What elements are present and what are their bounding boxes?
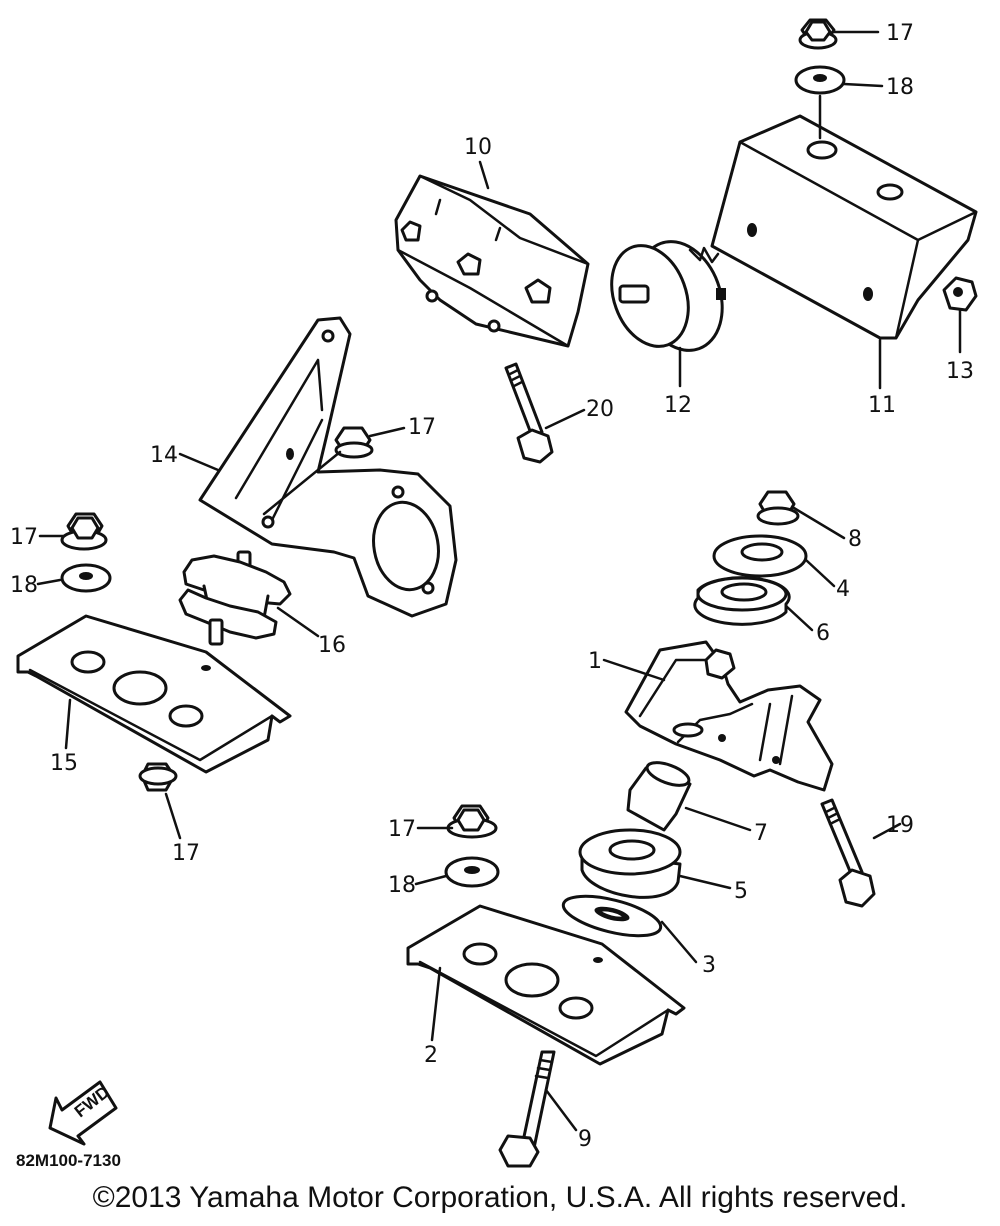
callout-17-center: 17 [388, 817, 416, 842]
part-8-nut [756, 490, 800, 526]
part-17-nut-top [798, 18, 838, 50]
fwd-arrow-icon: FWD [48, 1080, 118, 1146]
part-5-rubber-bushing [578, 828, 682, 899]
callout-15: 15 [50, 751, 78, 776]
part-15-plate-left [16, 614, 292, 774]
callout-9: 9 [578, 1127, 592, 1152]
callout-18-top: 18 [886, 75, 914, 100]
part-17-nut-mid [334, 426, 374, 459]
part-2-plate-bottom [406, 904, 686, 1066]
copyright-notice: ©2013 Yamaha Motor Corporation, U.S.A. A… [92, 1181, 908, 1214]
part-17-nut-left [60, 512, 108, 551]
leader-lines [36, 30, 962, 1132]
part-6-rubber [693, 576, 791, 626]
part-17-nut-center [446, 804, 498, 839]
part-13-bolt [942, 276, 978, 312]
callout-1: 1 [588, 649, 602, 674]
callout-11: 11 [868, 393, 896, 418]
part-18-washer-left [60, 563, 112, 593]
part-17-nut-bottom-left [138, 762, 178, 792]
part-11-cover [710, 114, 978, 340]
diagram-code: 82M100-7130 [16, 1151, 121, 1170]
callout-13: 13 [946, 359, 974, 384]
part-3-washer [561, 894, 663, 938]
callout-7: 7 [754, 821, 768, 846]
callout-6: 6 [816, 621, 830, 646]
part-16-rubber-mount [178, 550, 292, 646]
callout-18-center: 18 [388, 873, 416, 898]
callout-labels: 17 18 10 13 12 11 20 17 14 17 8 18 4 6 1… [10, 21, 974, 1152]
callout-8: 8 [848, 527, 862, 552]
part-19-bolt [820, 798, 876, 908]
part-7-collar [626, 761, 692, 832]
callout-17-left: 17 [10, 525, 38, 550]
part-18-washer-center [444, 856, 500, 888]
callout-17-mid: 17 [408, 415, 436, 440]
part-14-engine-bracket [198, 316, 458, 618]
callout-16: 16 [318, 633, 346, 658]
callout-3: 3 [702, 953, 716, 978]
part-9-bolt [498, 1050, 556, 1168]
callout-17-bottom-left: 17 [172, 841, 200, 866]
callout-17-top: 17 [886, 21, 914, 46]
part-12-damper [610, 240, 726, 352]
part-20-bolt [504, 362, 554, 464]
part-18-washer-top [794, 65, 846, 95]
part-4-washer [712, 534, 808, 578]
callout-20: 20 [586, 397, 614, 422]
callout-5: 5 [734, 879, 748, 904]
part-10-bracket [394, 174, 590, 348]
callout-14: 14 [150, 443, 178, 468]
callout-18-left: 18 [10, 573, 38, 598]
part-1-bracket [624, 640, 834, 792]
callout-2: 2 [424, 1043, 438, 1068]
callout-4: 4 [836, 577, 850, 602]
callout-19: 19 [886, 813, 914, 838]
callout-10: 10 [464, 135, 492, 160]
callout-12: 12 [664, 393, 692, 418]
